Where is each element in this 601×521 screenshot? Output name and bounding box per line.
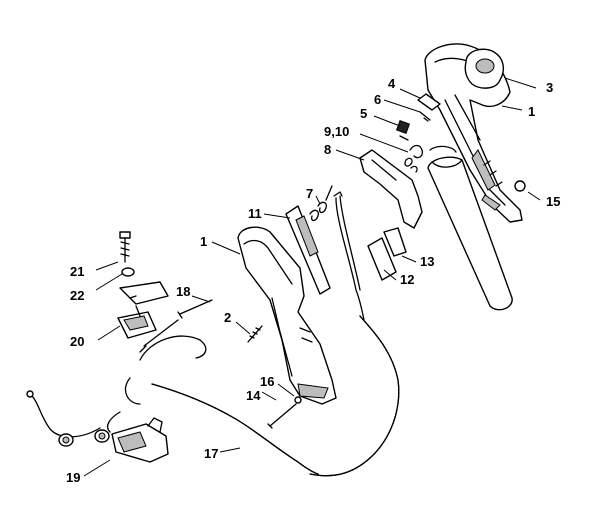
callout-5: 5	[360, 106, 367, 121]
callout-8: 8	[324, 142, 331, 157]
callout-20: 20	[70, 334, 84, 349]
callout-9-10: 9,10	[324, 124, 349, 139]
screw-18	[177, 299, 213, 319]
trigger-part	[359, 149, 423, 229]
shaft-tube	[427, 145, 513, 311]
callout-4: 4	[388, 76, 396, 91]
callout-6: 6	[374, 92, 381, 107]
washer-22	[121, 267, 135, 277]
callout-2: 2	[224, 310, 231, 325]
nut-15	[514, 180, 526, 192]
callout-18: 18	[176, 284, 190, 299]
callout-19: 19	[66, 470, 80, 485]
bracket-part	[367, 227, 407, 281]
screw-21	[119, 231, 131, 263]
contact-plate	[117, 281, 169, 339]
callout-7: 7	[306, 186, 313, 201]
screw-14	[267, 403, 297, 429]
knob-part	[464, 48, 505, 89]
callout-1-top: 1	[528, 104, 535, 119]
callout-22: 22	[70, 288, 84, 303]
callout-14: 14	[246, 388, 261, 403]
callout-1-main: 1	[200, 234, 207, 249]
callout-21: 21	[70, 264, 84, 279]
callout-16: 16	[260, 374, 274, 389]
spring-part	[317, 185, 333, 214]
screw-2	[247, 325, 263, 343]
main-handle	[237, 226, 337, 405]
callout-11: 11	[248, 206, 262, 221]
top-handle-housing	[424, 43, 523, 223]
leader-lines	[83, 77, 541, 477]
lever-part	[285, 205, 331, 295]
control-cable	[26, 191, 400, 477]
callout-13: 13	[420, 254, 434, 269]
callout-15: 15	[546, 194, 560, 209]
grommets	[58, 429, 110, 447]
callout-3: 3	[546, 80, 553, 95]
callout-17: 17	[204, 446, 218, 461]
callout-12: 12	[400, 272, 414, 287]
switch-part	[111, 417, 169, 463]
